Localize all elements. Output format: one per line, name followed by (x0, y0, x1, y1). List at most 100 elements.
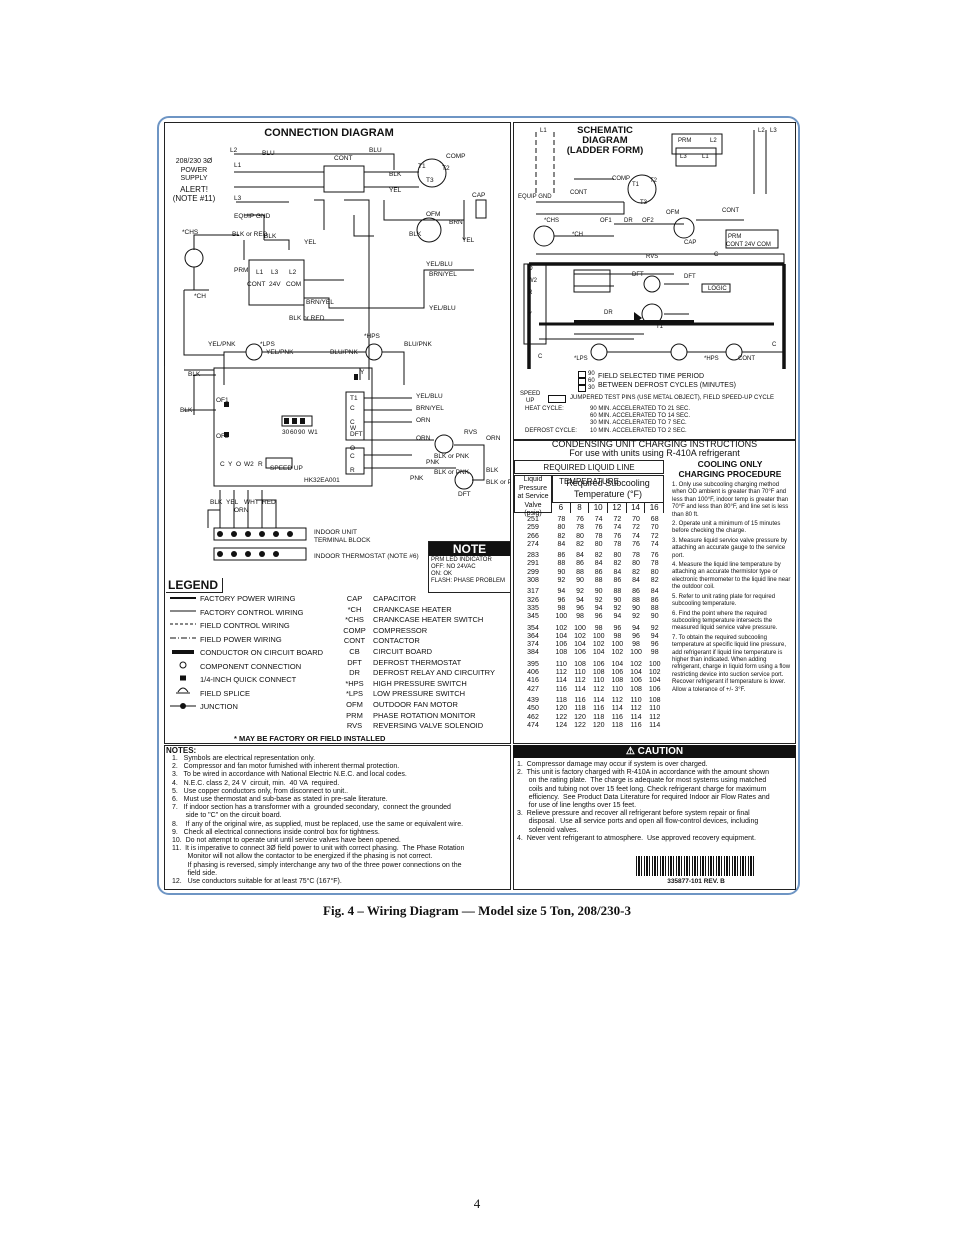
temperature-cell: 98 (576, 613, 584, 621)
connection-label: 60 (290, 429, 298, 436)
pressure-cell: 406 (527, 669, 539, 677)
temperature-cell: 74 (613, 524, 622, 532)
schematic-label: LOGIC (708, 286, 727, 292)
temperature-cell: 76 (632, 540, 640, 548)
schematic-label: L1 (702, 154, 709, 160)
connection-label: R (258, 461, 263, 468)
procedure-step: 6. Find the point where the required sub… (672, 610, 778, 632)
note-line: OFF: NO 24VAC (431, 564, 476, 570)
temperature-cell: 112 (630, 705, 642, 713)
legend-item: FIELD SPLICE (200, 688, 251, 698)
temperature-cell: 106 (611, 669, 624, 677)
connection-label: C (220, 461, 225, 468)
abbr-meaning: OUTDOOR FAN MOTOR (373, 699, 458, 709)
temperature-cell: 84 (632, 577, 640, 585)
note-item: 7. If indoor section has a transformer w… (172, 804, 451, 812)
page-number: 4 (473, 1196, 481, 1211)
temperature-cell: 110 (574, 669, 586, 677)
pressure-cell: 345 (527, 613, 539, 621)
abbr-meaning: HIGH PRESSURE SWITCH (373, 678, 467, 688)
schematic-label: T2 (650, 178, 658, 184)
schematic-label: Y (528, 312, 532, 318)
pin-icon (578, 378, 586, 385)
note-item: 3. To be wired in accordance with Nation… (172, 771, 407, 779)
abbr-meaning: CRANKCASE HEATER SWITCH (373, 615, 484, 625)
temperature-cell: 112 (555, 669, 567, 677)
diagram-frame (157, 116, 800, 895)
connection-label: COM (286, 281, 301, 288)
caution-item: 3. Relieve pressure and recover all refr… (517, 810, 750, 818)
temperature-cell: 100 (555, 613, 568, 621)
temperature-cell: 96 (632, 632, 640, 640)
connection-label: EQUIP GND (234, 213, 271, 220)
schematic-label: W2 (528, 278, 538, 284)
prm-note-box: NOTE PRM LED INDICATOR OFF: NO 24VAC ON:… (428, 541, 511, 593)
schematic-label: DR (624, 218, 633, 224)
heat-cycle-line: 30 MIN. ACCELERATED TO 7 SEC. (590, 420, 687, 426)
pressure-cell: 251 (527, 516, 539, 523)
connection-label: OF1 (216, 397, 229, 404)
connection-label: Y (228, 461, 233, 468)
temperature-cell: 86 (557, 552, 566, 560)
schematic-label: T3 (640, 200, 648, 206)
legend-item: COMPONENT CONNECTION (200, 661, 302, 671)
connection-label: BLU (369, 147, 382, 154)
connection-label: O (350, 445, 355, 452)
schematic-label: CONT (570, 190, 587, 196)
abbr-meaning: DEFROST THERMOSTAT (373, 657, 462, 667)
temperature-cell: 82 (650, 577, 659, 585)
legend-item: FIELD CONTROL WIRING (200, 621, 290, 630)
temperature-cell: 72 (613, 516, 622, 523)
temperature-cell: 112 (649, 713, 661, 721)
connection-label: YEL (389, 187, 402, 194)
note-item: 10. Do not attempt to operate unit until… (172, 837, 401, 845)
pressure-cell: 299 (527, 568, 539, 576)
caution-item: coils and tubing not over 15 feet long. … (517, 785, 767, 793)
pressure-col-header: Liquid Pressure at Service Valve (psig) (514, 475, 552, 517)
schematic-label: OF1 (600, 218, 612, 224)
legend-footnote: * MAY BE FACTORY OR FIELD INSTALLED (234, 734, 386, 743)
temperature-cell: 94 (650, 632, 659, 640)
abbr-code: CAP (346, 594, 363, 603)
connection-label: YEL (462, 237, 475, 244)
connection-label: BLK (389, 171, 402, 178)
abbr-code: CB (349, 646, 360, 656)
connection-label: BLK or RED (232, 231, 268, 238)
schematic-label: PRM (678, 138, 691, 144)
charging-title: CONDENSING UNIT CHARGING INSTRUCTIONS (551, 439, 758, 449)
temperature-cell: 102 (574, 632, 586, 640)
temperature-cell: 72 (650, 532, 659, 540)
connection-label: YEL (304, 239, 317, 246)
temperature-cell: 92 (650, 624, 659, 632)
connection-label: R (350, 467, 355, 474)
schematic-label: OF2 (642, 218, 654, 224)
barcode-icon (636, 856, 756, 876)
temperature-cell: 96 (576, 604, 584, 612)
connection-label: ORN (416, 417, 431, 424)
schematic-label: *CHS (544, 218, 559, 224)
warning-icon: ⚠ (625, 746, 638, 757)
schematic-label: *CH (572, 232, 583, 238)
connection-label: T2 (442, 165, 450, 172)
time-option: 30 (588, 385, 595, 391)
note-item: 4. N.E.C. class 2, 24 V circuit, min. 40… (172, 779, 340, 787)
connection-label: BLK or RED (289, 315, 325, 322)
temperature-cell: 102 (555, 624, 568, 632)
temperature-cell: 96 (613, 624, 622, 632)
connection-label: 30 (282, 429, 290, 436)
temperature-cell: 96 (594, 613, 603, 621)
temperature-cell: 108 (555, 649, 568, 657)
schematic-label: C (714, 252, 719, 258)
connection-label: BLU (262, 150, 275, 157)
temperature-cell: 80 (632, 560, 640, 568)
temperature-cell: 78 (594, 532, 603, 540)
pressure-cell: 274 (527, 540, 539, 548)
note-item: 5. Use copper conductors only, from disc… (172, 787, 349, 795)
abbr-code: DR (349, 668, 360, 678)
schematic-label: CONT 24V COM (726, 242, 771, 248)
connection-label: BLK or PNK (434, 469, 470, 476)
